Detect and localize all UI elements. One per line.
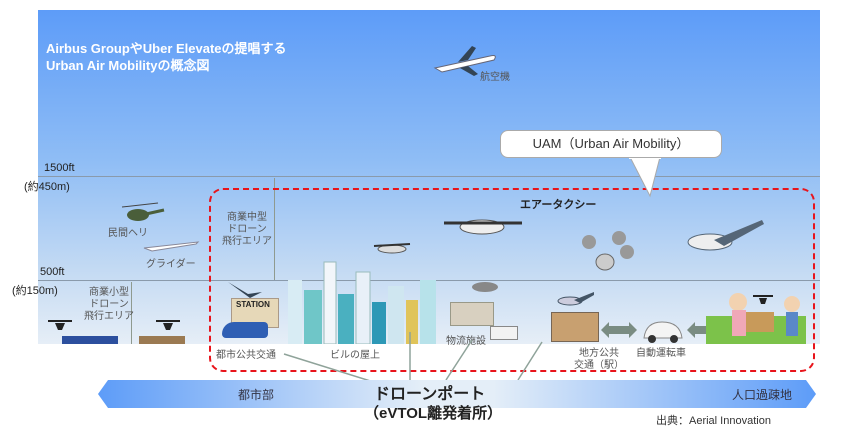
urban-transit-label: 都市公共交通 (216, 350, 276, 361)
uam-callout: UAM（Urban Air Mobility） (500, 130, 722, 158)
altitude-line-1500ft (38, 176, 820, 177)
delivery-drone-icon (472, 282, 498, 292)
rooftop-label: ビルの屋上 (330, 350, 380, 361)
drone-icon (753, 295, 773, 304)
rural-elderly-scene-icon (706, 293, 806, 344)
rural-area-label: 人口過疎地 (732, 388, 793, 402)
airplane-label: 航空機 (480, 72, 510, 83)
autonomous-car-label: 自動運転車 (636, 348, 686, 359)
mid-drone-area-arrow (274, 178, 275, 280)
station-sign: STATION (236, 300, 270, 309)
altitude-150m: (約150m) (12, 285, 58, 297)
callout-tail (629, 156, 661, 198)
rural-station-icon (551, 312, 599, 342)
altitude-450m: (約450m) (24, 181, 70, 193)
altitude-500ft: 500ft (40, 266, 65, 278)
city-buildings-icon (288, 261, 436, 344)
source-credit: 出典：Aerial Innovation (656, 415, 771, 427)
drone-icon (156, 320, 180, 330)
uam-area-box (209, 188, 815, 372)
warehouse-icon (450, 302, 494, 326)
winged-taxi-icon (687, 220, 764, 251)
altitude-1500ft: 1500ft (44, 162, 75, 174)
solar-panel-icon (62, 336, 118, 344)
small-aircraft-icon (557, 292, 594, 306)
bridge-icon (139, 336, 185, 344)
air-taxi-label: エアータクシー (520, 198, 597, 211)
mid-drone-area-label: 商業中型 ドローン 飛行エリア (222, 212, 272, 247)
logistics-label: 物流施設 (446, 336, 486, 347)
droneport-title: ドローンポート (374, 386, 486, 403)
air-taxi-icon (373, 243, 411, 254)
glider-icon (143, 241, 200, 252)
droneport-subtitle: （eVTOL離発着所） (364, 405, 503, 422)
region-gradient-band (98, 380, 816, 408)
drone-icon (48, 320, 72, 330)
small-drone-area-label: 商業小型 ドローン 飛行エリア (84, 287, 134, 322)
autonomous-car-icon (643, 321, 683, 343)
helicopter-icon (121, 202, 165, 221)
small-drone-area-arrow (131, 282, 132, 344)
helicopter-label: 民間ヘリ (108, 228, 148, 239)
multicopter-taxi-icon (582, 231, 634, 271)
rural-station-label: 地方公共 交通（駅） (574, 348, 624, 371)
double-arrow-icon (601, 322, 637, 338)
truck-icon (490, 326, 518, 340)
air-taxi-icon (444, 219, 522, 235)
urban-area-label: 都市部 (238, 388, 275, 402)
glider-label: グライダー (146, 259, 196, 270)
train-icon (222, 322, 268, 338)
airplane-icon (433, 46, 496, 76)
small-aircraft-icon (228, 282, 262, 298)
